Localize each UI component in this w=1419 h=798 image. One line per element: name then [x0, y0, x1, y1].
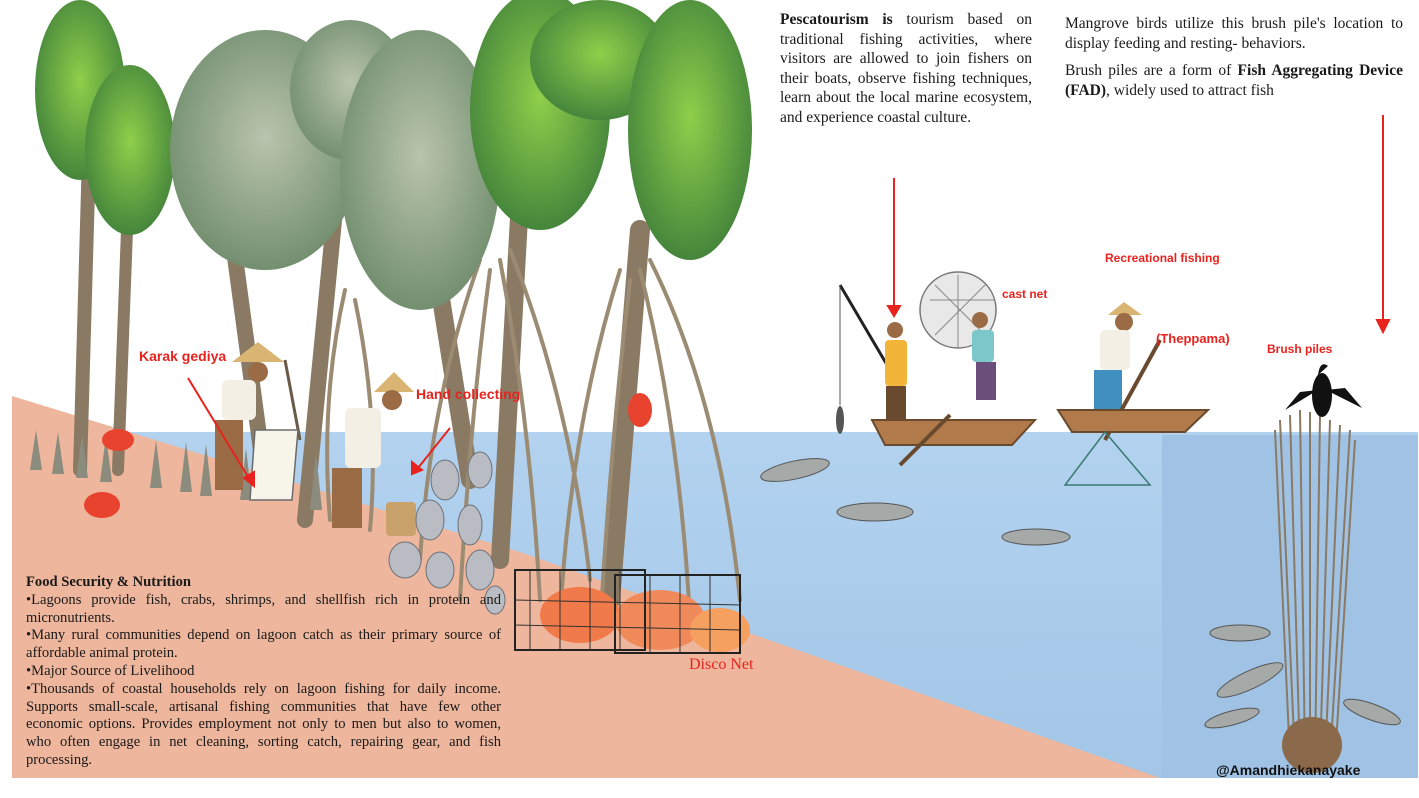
fish-school: [760, 458, 1401, 729]
mangrove-birds-text: Mangrove birds utilize this brush pile's…: [1065, 15, 1403, 52]
fad-text-post: , widely used to attract fish: [1106, 82, 1274, 99]
label-cast-net: cast net: [1002, 287, 1048, 301]
theppama-fisher: [1094, 302, 1162, 441]
fad-text: Brush piles are a form of Fish Aggregati…: [1065, 61, 1403, 101]
red-pointer-arrows: [187, 115, 1391, 489]
label-brush-piles: Brush piles: [1267, 342, 1333, 356]
pescatourism-definition: Pescatourism is tourism based on traditi…: [780, 10, 1032, 127]
lagoon-bank: [12, 396, 1160, 778]
food-bullet-4: •Thousands of coastal households rely on…: [26, 680, 501, 768]
mangrove-canopy: [35, 0, 752, 310]
fad-text-bold: Fish Aggregating Device (FAD): [1065, 62, 1403, 99]
pescatourism-body: tourism based on traditional fishing act…: [780, 11, 1032, 126]
fad-text-pre: Brush piles are a form of: [1065, 62, 1238, 79]
label-recreational-fishing: Recreational fishing: [1105, 251, 1220, 265]
label-disco-net: Disco Net: [689, 656, 754, 673]
food-security-title: Food Security & Nutrition: [26, 574, 191, 590]
oar: [898, 413, 952, 467]
label-hand-collecting: Hand collecting: [416, 386, 521, 402]
boat-pescatourism: [870, 419, 1038, 446]
brush-pile: [1274, 409, 1356, 761]
food-bullet-1: •Lagoons provide fish, crabs, shrimps, a…: [26, 591, 501, 626]
label-theppama: (Theppama): [1156, 331, 1230, 346]
brush-pile-note: Mangrove birds utilize this brush pile's…: [1065, 14, 1403, 108]
disco-net-traps: [514, 569, 750, 654]
food-bullet-3: •Major Source of Livelihood: [26, 662, 195, 679]
rod-fisher: [836, 284, 907, 434]
hand-collecting-fisher: [332, 372, 416, 536]
mangrove-prop-roots: [325, 248, 742, 632]
label-karak-gediya: Karak gediya: [139, 348, 227, 364]
food-bullet-2: •Many rural communities depend on lagoon…: [26, 627, 501, 662]
oyster-cluster: [388, 451, 506, 615]
cormorant-bird-icon: [1285, 364, 1362, 417]
food-security-text-block: Food Security & Nutrition •Lagoons provi…: [26, 574, 501, 770]
author-credit: @Amandhiekanayake: [1216, 762, 1361, 778]
brush-pile-base: [1282, 717, 1342, 773]
scoop-net: [1063, 430, 1152, 486]
cast-net-fisher: [919, 271, 997, 400]
crab-icons: [84, 393, 652, 518]
boat-theppama: [1056, 409, 1211, 433]
pescatourism-term: Pescatourism is: [780, 11, 893, 28]
